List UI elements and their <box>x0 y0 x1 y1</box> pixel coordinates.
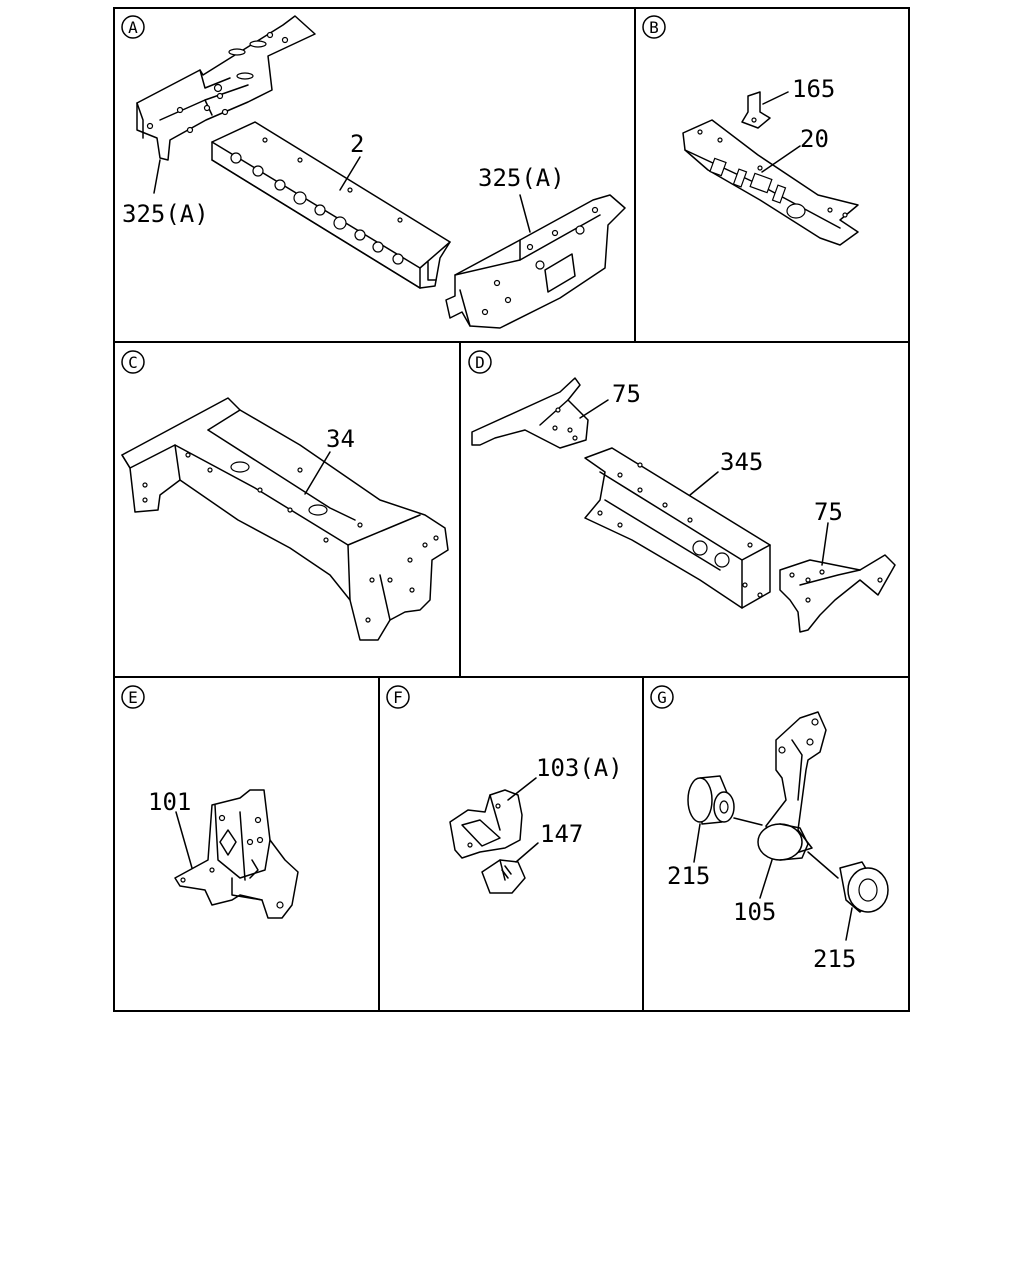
leader-20 <box>761 145 801 173</box>
callout-75-bottom: 75 <box>814 498 843 526</box>
callout-75-top: 75 <box>612 380 641 408</box>
leader-325a-left <box>153 159 161 194</box>
panel-d-marker <box>468 350 492 374</box>
callout-20: 20 <box>800 125 829 153</box>
panel-g-marker <box>650 685 674 709</box>
right-bracket-drawing <box>445 194 626 329</box>
callout-103a: 103(A) <box>536 754 623 782</box>
callout-215-bottom: 215 <box>813 945 856 973</box>
leader-215-top <box>693 823 701 863</box>
crossmember-34-drawing <box>121 397 449 641</box>
bracket-147-drawing <box>481 859 526 894</box>
leader-165 <box>762 91 789 105</box>
leader-345 <box>689 471 719 496</box>
crossmember-2-drawing <box>211 121 451 289</box>
axis-line-top <box>733 817 763 826</box>
panel-e-letter: E <box>128 688 138 707</box>
panel-a: A 325(A) <box>121 15 626 329</box>
frame-grid <box>113 7 910 1012</box>
panel-d: D 75 3 <box>468 350 896 633</box>
panel-c-letter: C <box>128 353 138 372</box>
bracket-103a-drawing <box>449 789 523 859</box>
callout-147: 147 <box>540 820 583 848</box>
bracket-101-drawing <box>174 789 299 919</box>
leader-103a <box>507 777 537 801</box>
leader-75-top <box>579 399 609 419</box>
left-bracket-drawing <box>136 15 316 161</box>
callout-101: 101 <box>148 788 191 816</box>
leader-101 <box>175 811 193 869</box>
crossmember-20-drawing <box>682 119 859 246</box>
panel-g-letter: G <box>657 688 667 707</box>
callout-325a-right: 325(A) <box>478 164 565 192</box>
panel-f-letter: F <box>393 688 403 707</box>
callout-165: 165 <box>792 75 835 103</box>
leader-2 <box>339 156 361 191</box>
leader-105 <box>759 859 773 899</box>
panel-c-marker <box>121 350 145 374</box>
callout-2: 2 <box>350 130 364 158</box>
panel-e-marker <box>121 685 145 709</box>
bracket-75-bottom-drawing <box>779 554 896 633</box>
callout-105: 105 <box>733 898 776 926</box>
panel-a-letter: A <box>128 18 138 37</box>
leader-75-bottom <box>821 522 829 566</box>
callout-215-top: 215 <box>667 862 710 890</box>
panel-c: C 34 <box>121 350 449 641</box>
panel-g: G 215 105 215 <box>650 685 889 973</box>
panel-f: F 103(A) 147 <box>386 685 623 894</box>
bushing-215-bottom-drawing <box>839 861 889 913</box>
crossmember-345-drawing <box>584 447 771 609</box>
callout-34: 34 <box>326 425 355 453</box>
panel-f-marker <box>386 685 410 709</box>
bracket-75-top-drawing <box>471 377 589 449</box>
panel-b-marker <box>642 15 666 39</box>
leader-34 <box>304 451 331 495</box>
axis-line-bottom <box>807 851 839 879</box>
leader-215-bottom <box>845 907 853 941</box>
panel-b-letter: B <box>649 18 659 37</box>
leader-325a-right <box>519 194 531 233</box>
callout-345: 345 <box>720 448 763 476</box>
bracket-165-drawing <box>741 91 771 129</box>
bushing-215-top-drawing <box>687 775 735 825</box>
arm-105-drawing <box>757 711 827 861</box>
panel-b: B 165 20 <box>642 15 859 246</box>
panel-e: E 101 <box>121 685 299 919</box>
panel-d-letter: D <box>475 353 485 372</box>
callout-325a-left: 325(A) <box>122 200 209 228</box>
leader-147 <box>515 842 539 863</box>
panel-a-marker <box>121 15 145 39</box>
